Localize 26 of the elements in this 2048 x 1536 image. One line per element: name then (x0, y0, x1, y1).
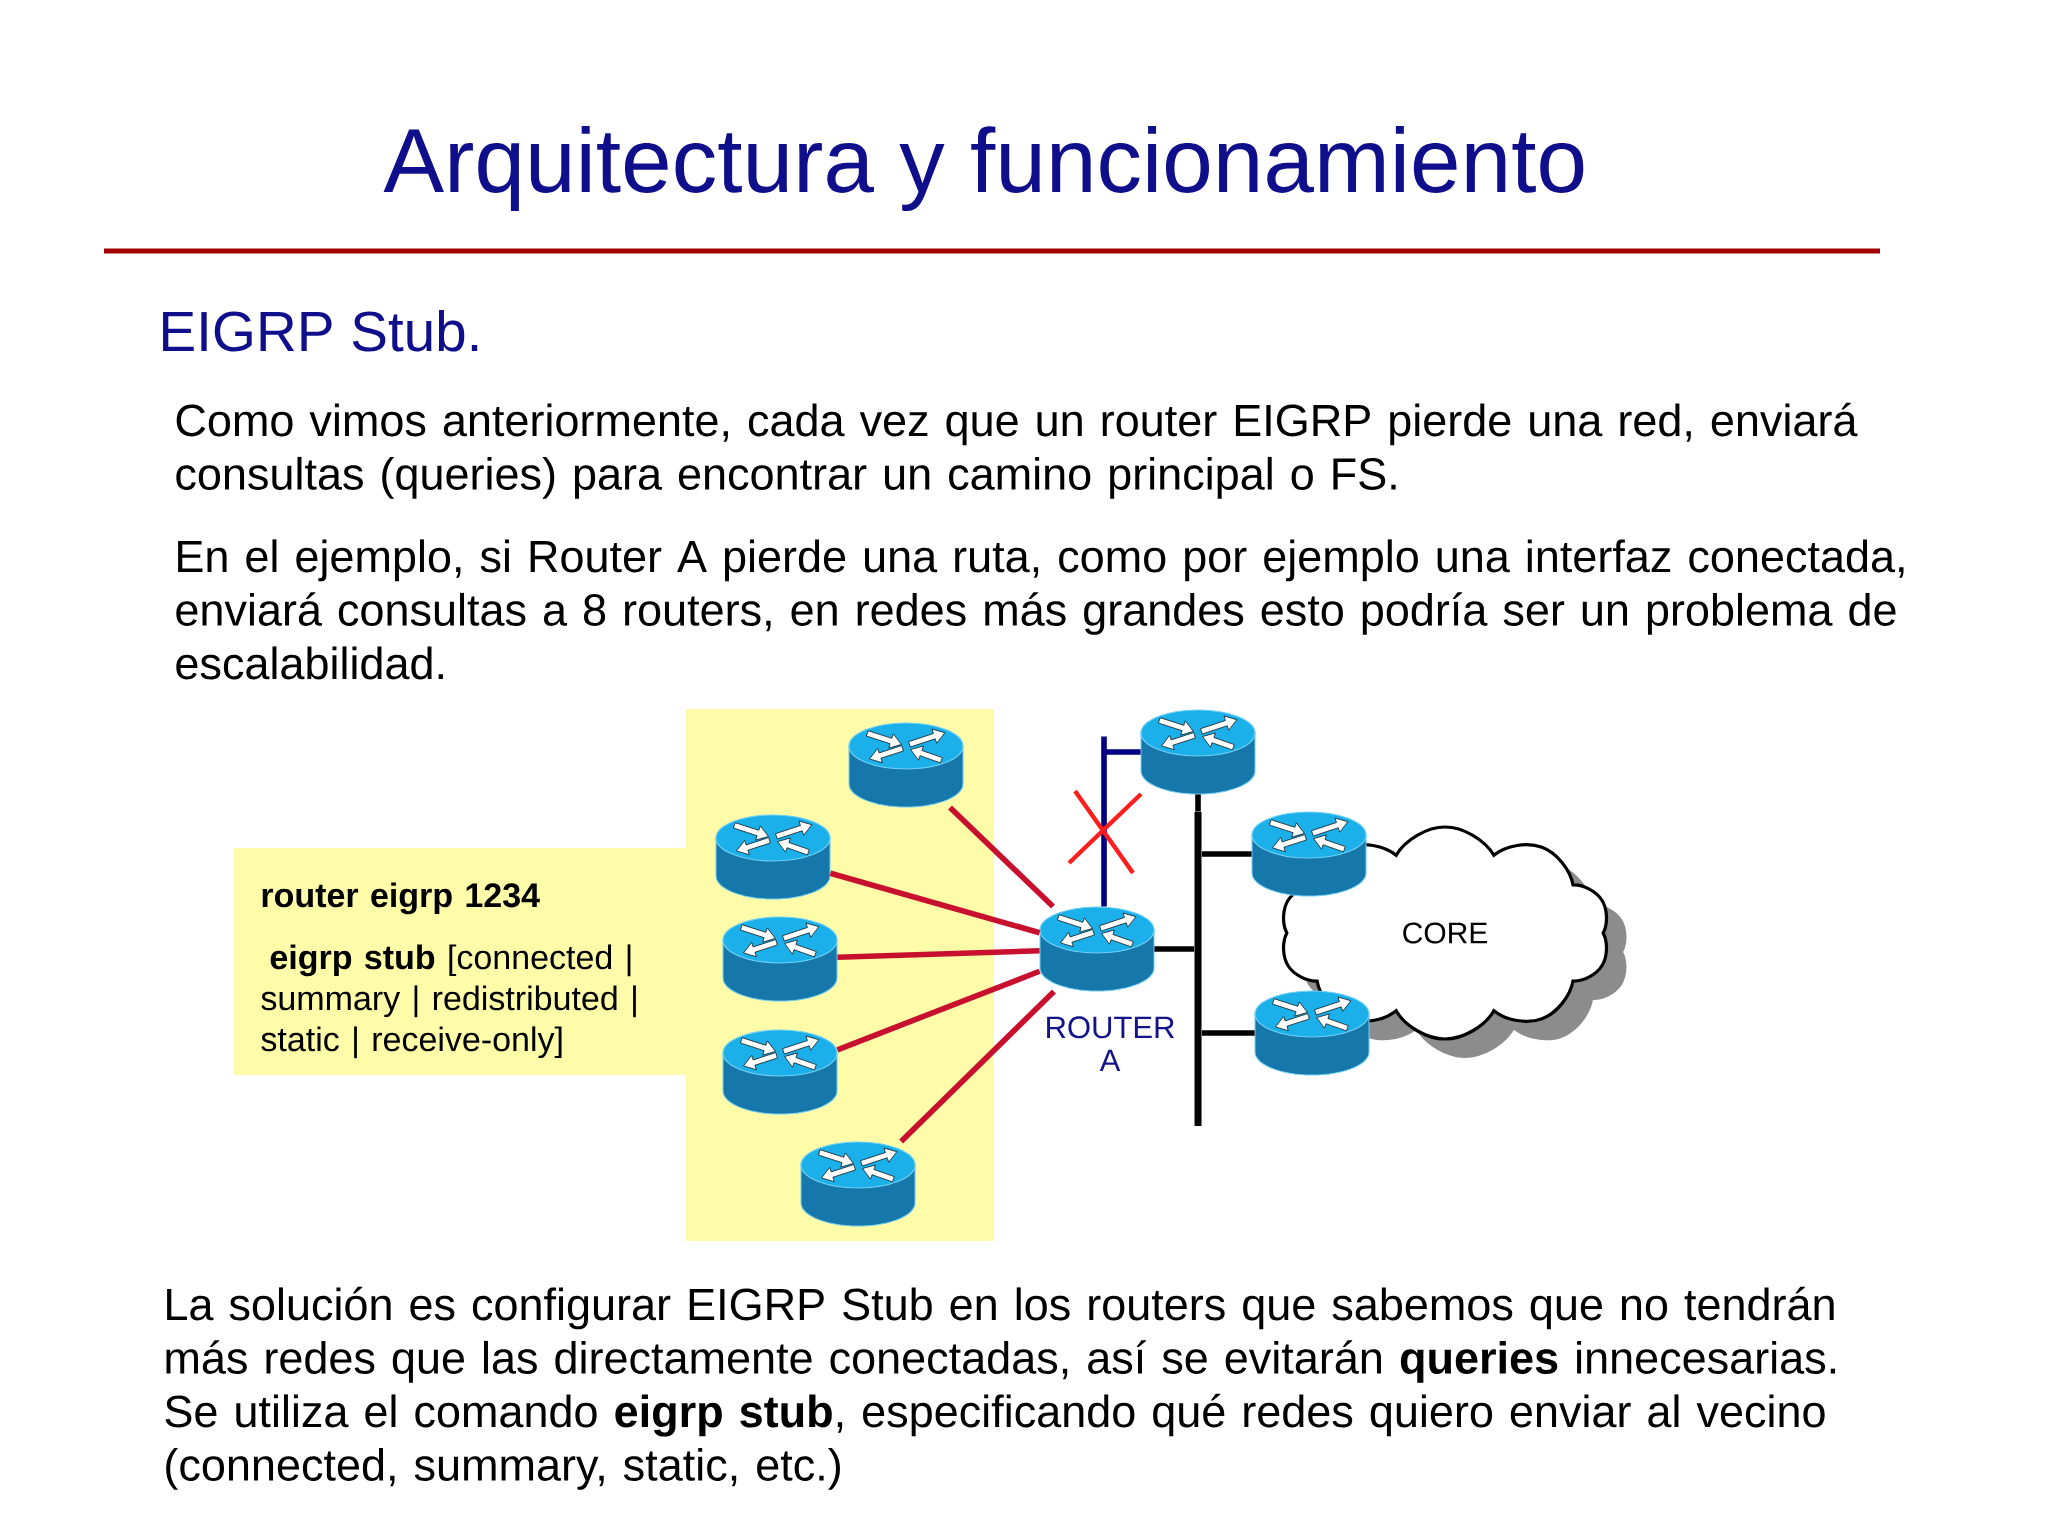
node-label: router eigrp 1234 (262, 882, 540, 915)
slide-title: Arquitectura y funcionamiento (383, 126, 1584, 211)
router-icon (722, 1029, 838, 1115)
router-icon (715, 814, 831, 900)
router-icon (1254, 990, 1370, 1076)
body-paragraph: Como vimos anteriormente, cada vez que un router EIGRP pierde una red, enviará consultas (queries) para encontrar un camino principal o FS. (176, 402, 1858, 499)
router-icon (1251, 811, 1367, 897)
router-label: ROUTER A (1047, 1016, 1175, 1071)
router-icon (800, 1141, 916, 1227)
section-heading: EIGRP Stub. (163, 310, 478, 352)
router-icon (722, 916, 838, 1002)
connection-line (1154, 946, 1195, 952)
connection-line (1201, 851, 1252, 857)
router-icon (1140, 709, 1256, 795)
connection-line (837, 948, 1040, 960)
bus-bar (1194, 812, 1202, 1126)
connection-line (1195, 794, 1201, 812)
connection-line (948, 805, 1055, 909)
connection-line (1201, 1030, 1255, 1036)
connection-line (829, 870, 1041, 936)
body-paragraph: La solución es configurar EIGRP Stub en los routers que sabemos que no tendrán más redes que las directamente conectadas, así se evitarán queries innecesarias. Se utiliza el comando eigrp stub, especificando qué redes quiero enviar al vecino (connected, summary, static, etc.) (165, 1286, 1836, 1490)
node-label: eigrp stub [connected | summary | redistributed | static | receive-only] (261, 944, 636, 1059)
router-icon (848, 722, 964, 808)
body-paragraph: En el ejemplo, si Router A pierde una ruta, como por ejemplo una interfaz conectada, enviará consultas a 8 routers, en redes más grandes esto podría ser un problema de escalabilidad. (176, 539, 1904, 680)
connection-line (836, 968, 1041, 1053)
connection-line (899, 989, 1056, 1144)
